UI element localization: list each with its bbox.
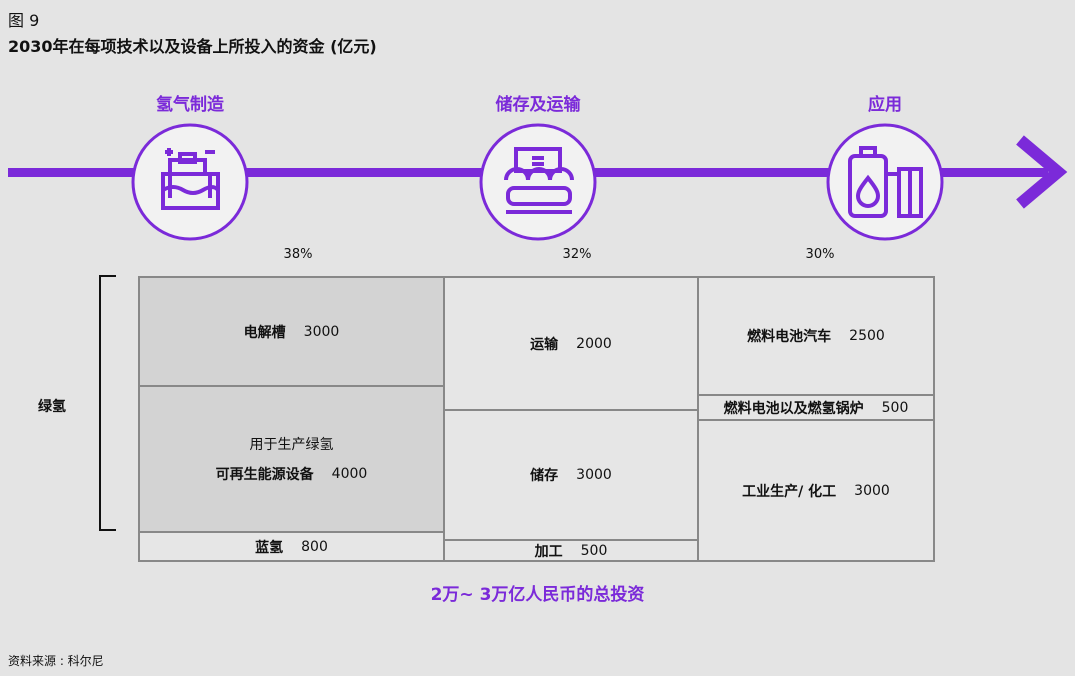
- fuel-tank-icon: [826, 123, 944, 241]
- chart-title: 2030年在每项技术以及设备上所投入的资金 (亿元): [8, 37, 377, 56]
- cell-sublabel: 用于生产绿氢: [249, 437, 334, 453]
- cell-label: 燃料电池汽车: [747, 329, 832, 345]
- green-hydrogen-label: 绿氢: [38, 399, 66, 415]
- source-note: 资料来源 : 科尔尼: [8, 654, 104, 668]
- stage-label-storage: 储存及运输: [495, 95, 581, 115]
- treemap-cell: 运输 2000: [443, 276, 699, 411]
- cell-value: 2000: [576, 335, 612, 352]
- cell-label: 可再生能源设备: [215, 467, 314, 483]
- share-storage: 32%: [562, 247, 592, 262]
- cell-label: 运输: [530, 336, 559, 353]
- share-production: 38%: [283, 247, 313, 262]
- treemap-cell: 蓝氢 800: [138, 531, 445, 562]
- cell-value: 800: [301, 538, 328, 555]
- treemap-cell: 燃料电池汽车 2500: [697, 276, 935, 396]
- treemap-cell: 燃料电池以及燃氢锅炉 500: [697, 394, 935, 421]
- cell-value: 3000: [854, 482, 890, 499]
- timeline: [8, 123, 1068, 241]
- cell-value: 2500: [849, 328, 885, 344]
- treemap-cell: 用于生产绿氢可再生能源设备 4000: [138, 385, 445, 533]
- stage-label-production: 氢气制造: [156, 95, 224, 115]
- cell-label: 加工: [534, 543, 563, 560]
- cell-label: 蓝氢: [255, 539, 284, 556]
- treemap-cell: 加工 500: [443, 539, 699, 562]
- cell-value: 4000: [331, 466, 368, 482]
- cell-value: 3000: [303, 323, 340, 340]
- cell-value: 500: [580, 542, 608, 559]
- green-hydrogen-bracket: [99, 275, 116, 531]
- cell-label: 电解槽: [243, 324, 286, 341]
- cell-value: 3000: [576, 467, 612, 483]
- storage-transport-icon: [479, 123, 597, 241]
- cell-label: 工业生产/ 化工: [742, 483, 837, 500]
- treemap-cell: 工业生产/ 化工 3000: [697, 419, 935, 562]
- total-investment: 2万~ 3万亿人民币的总投资: [430, 585, 645, 605]
- cell-label: 燃料电池以及燃氢锅炉: [723, 400, 864, 417]
- treemap-cell: 储存 3000: [443, 409, 699, 541]
- stage-label-application: 应用: [868, 95, 902, 115]
- cell-value: 500: [881, 399, 909, 416]
- cell-label: 储存: [530, 468, 559, 484]
- treemap-cell: 电解槽 3000: [138, 276, 445, 387]
- figure-label: 图 9: [8, 11, 40, 30]
- arrow-head-icon: [1016, 135, 1068, 209]
- electrolyzer-icon: [131, 123, 249, 241]
- share-application: 30%: [805, 247, 835, 262]
